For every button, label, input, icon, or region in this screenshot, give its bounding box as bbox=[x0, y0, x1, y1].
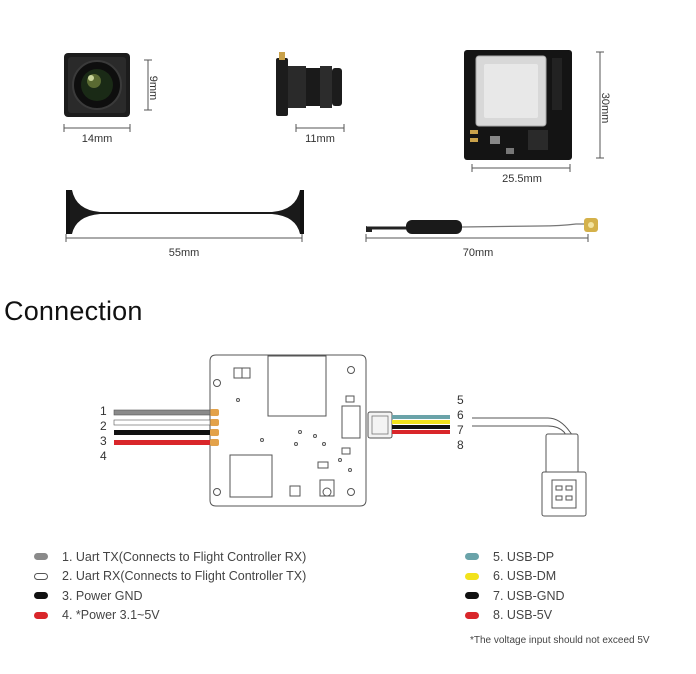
wire-swatch-8 bbox=[465, 611, 479, 619]
schematic-board bbox=[209, 354, 367, 507]
ribbon-cable bbox=[65, 190, 304, 242]
wire-swatch-3 bbox=[34, 592, 48, 600]
pin-label-1: 1 bbox=[100, 404, 107, 418]
wire-swatch-2 bbox=[34, 572, 48, 580]
dim-cable-length: 55mm bbox=[169, 247, 200, 259]
dim-camera-front-height: 9mm bbox=[147, 76, 159, 100]
legend-right: 5. USB-DP 6. USB-DM 7. USB-GND 8. USB-5V bbox=[465, 547, 565, 625]
legend-item: 8. USB-5V bbox=[465, 606, 565, 626]
dim-camera-side-length: 11mm bbox=[305, 133, 335, 145]
legend-item: 2. Uart RX(Connects to Flight Controller… bbox=[34, 567, 306, 587]
section-title: Connection bbox=[4, 296, 143, 326]
legend-label-1: 1. Uart TX(Connects to Flight Controller… bbox=[62, 549, 307, 564]
legend-label-6: 6. USB-DM bbox=[493, 569, 557, 584]
dim-antenna-length: 70mm bbox=[463, 247, 494, 259]
legend-label-4: 4. *Power 3.1~5V bbox=[62, 608, 160, 623]
legend-item: 5. USB-DP bbox=[465, 547, 565, 567]
legend-label-5: 5. USB-DP bbox=[493, 549, 555, 564]
pin-label-5: 5 bbox=[457, 393, 464, 407]
voltage-footnote: *The voltage input should not exceed 5V bbox=[470, 635, 650, 646]
wire-swatch-4 bbox=[34, 611, 48, 619]
antenna bbox=[365, 218, 598, 242]
wire-swatch-5 bbox=[465, 553, 479, 561]
pin-label-8: 8 bbox=[457, 438, 464, 452]
solder-pads bbox=[210, 409, 219, 446]
pin-label-2: 2 bbox=[100, 419, 107, 433]
dim-board-height: 30mm bbox=[599, 93, 611, 124]
left-wires bbox=[113, 409, 211, 445]
usb-connector-cable bbox=[367, 411, 587, 517]
pin-label-4: 4 bbox=[100, 449, 107, 463]
legend-item: 4. *Power 3.1~5V bbox=[34, 606, 306, 626]
dim-board-width: 25.5mm bbox=[502, 173, 542, 185]
pin-label-7: 7 bbox=[457, 423, 464, 437]
legend-item: 7. USB-GND bbox=[465, 586, 565, 606]
wire-swatch-1 bbox=[34, 553, 48, 561]
legend-item: 1. Uart TX(Connects to Flight Controller… bbox=[34, 547, 306, 567]
legend-label-2: 2. Uart RX(Connects to Flight Controller… bbox=[62, 569, 307, 584]
pin-label-3: 3 bbox=[100, 434, 107, 448]
wire-swatch-6 bbox=[465, 572, 479, 580]
legend-label-3: 3. Power GND bbox=[62, 588, 143, 603]
legend-label-7: 7. USB-GND bbox=[493, 588, 565, 603]
camera-side-view bbox=[276, 52, 345, 132]
vtx-board bbox=[464, 50, 604, 172]
legend-item: 3. Power GND bbox=[34, 586, 306, 606]
dim-camera-front-width: 14mm bbox=[82, 133, 113, 145]
camera-front-view bbox=[63, 53, 152, 132]
pin-label-6: 6 bbox=[457, 408, 464, 422]
legend-label-8: 8. USB-5V bbox=[493, 608, 553, 623]
legend-item: 6. USB-DM bbox=[465, 567, 565, 587]
legend-left: 1. Uart TX(Connects to Flight Controller… bbox=[34, 547, 306, 625]
wire-swatch-7 bbox=[465, 592, 479, 600]
